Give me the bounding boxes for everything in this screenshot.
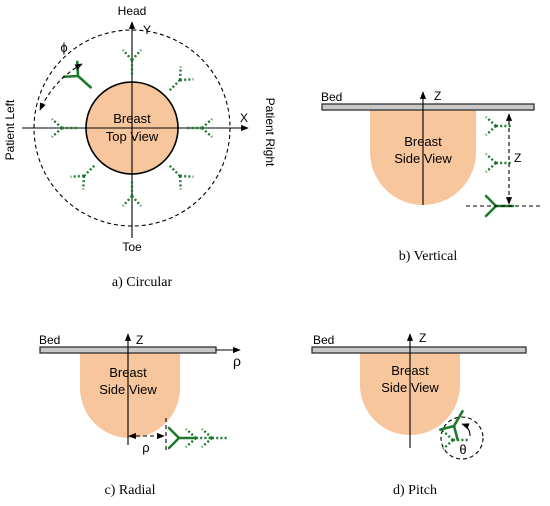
panel-d-pitch: Bed Z Breast Side View θ d) Pitch [311,331,527,498]
bed [311,346,527,354]
phi-arc-arrow [39,63,83,111]
breast-label-line1: Breast [109,365,147,380]
label-patient-left: Patient Left [3,99,17,160]
label-bed: Bed [321,90,342,104]
label-z-axis: Z [434,89,441,103]
antenna-icon [161,65,195,99]
label-patient-right: Patient Right [263,98,277,167]
caption-a: a) Circular [112,275,173,290]
breast-label-line2: Side View [381,380,439,395]
active-antenna-icon [62,60,99,97]
caption-b: b) Vertical [399,249,458,264]
label-z-axis: Z [136,333,143,347]
label-x-axis: X [240,111,248,125]
panel-c-radial: Bed Z ρ Breast Side View ρ c) Radial [39,333,241,498]
antenna-icon [69,157,103,191]
breast-side-view [80,352,180,438]
label-bed: Bed [313,333,334,347]
label-y-axis: Y [143,23,151,37]
antenna-icon [161,157,195,191]
breast-label-line2: Top View [106,129,159,144]
pitch-circle [440,416,484,460]
breast-label-line2: Side View [394,151,452,166]
bed [321,103,535,111]
label-head: Head [118,4,147,18]
antenna-icon [484,152,514,174]
label-z-axis: Z [419,331,426,345]
label-toe: Toe [122,240,142,254]
antenna-icon [484,115,514,137]
label-rho-axis: ρ [233,353,241,369]
label-bed: Bed [39,333,60,347]
label-theta: θ [459,442,466,457]
label-rho-dimension: ρ [142,440,149,455]
theta-arc [461,423,471,437]
caption-d: d) Pitch [393,483,437,498]
breast-label-line2: Side View [99,382,157,397]
breast-label-line1: Breast [404,134,442,149]
label-z-dimension: Z [514,151,521,165]
breast-label-line1: Breast [391,363,429,378]
breast-label-line1: Breast [113,111,151,126]
active-antenna-icon [167,426,198,450]
panel-b-vertical: Bed Z Breast Side View Z b) Vertical [321,89,540,264]
caption-c: c) Radial [105,483,156,498]
panel-a-circular: Head Y X ϕ Toe Patient Left Patient Righ… [3,4,277,290]
label-phi: ϕ [60,40,67,55]
